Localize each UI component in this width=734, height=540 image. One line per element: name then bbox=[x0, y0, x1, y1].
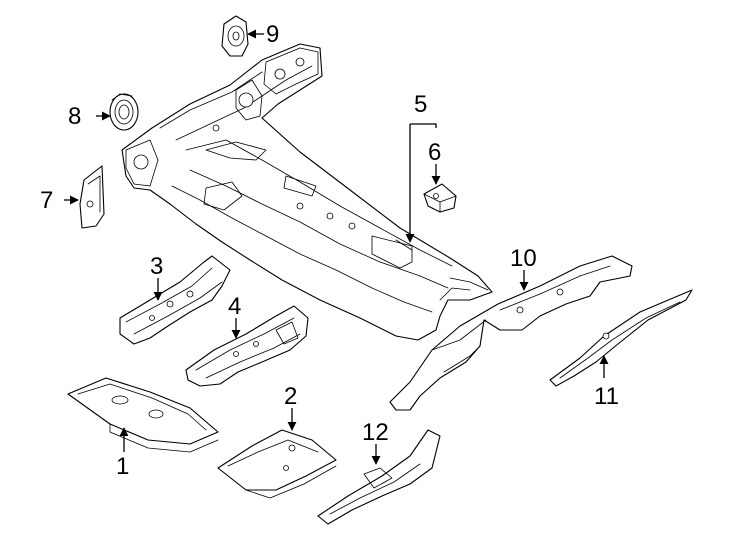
part-11-rail bbox=[549, 289, 693, 387]
callout-7: 7 bbox=[40, 187, 53, 214]
part-10-side-member bbox=[389, 255, 633, 411]
callout-labels: 9 8 7 5 6 3 4 1 2 10 11 12 bbox=[40, 21, 619, 480]
part-9-plug bbox=[221, 15, 249, 57]
callout-1: 1 bbox=[116, 453, 129, 480]
rear-floor-pan-assembly bbox=[121, 43, 493, 341]
part-7-bracket bbox=[79, 165, 105, 229]
callout-10: 10 bbox=[510, 245, 537, 272]
callout-9: 9 bbox=[266, 21, 279, 48]
leader-lines bbox=[64, 29, 609, 465]
part-4-crossmember bbox=[185, 305, 309, 387]
callout-5: 5 bbox=[414, 91, 427, 118]
callout-4: 4 bbox=[228, 293, 241, 320]
callout-6: 6 bbox=[428, 139, 441, 166]
part-2-floor-panel bbox=[217, 429, 337, 499]
callout-3: 3 bbox=[150, 253, 163, 280]
callout-2: 2 bbox=[284, 383, 297, 410]
leader-5-b bbox=[410, 123, 437, 128]
callout-8: 8 bbox=[68, 103, 81, 130]
part-1-floor-panel bbox=[67, 377, 219, 453]
callout-12: 12 bbox=[362, 419, 389, 446]
part-3-reinforcement bbox=[119, 255, 231, 345]
part-6-bracket bbox=[423, 183, 457, 213]
callout-11: 11 bbox=[594, 383, 619, 410]
part-8-mount bbox=[109, 93, 139, 131]
part-12-bracket bbox=[317, 429, 441, 525]
